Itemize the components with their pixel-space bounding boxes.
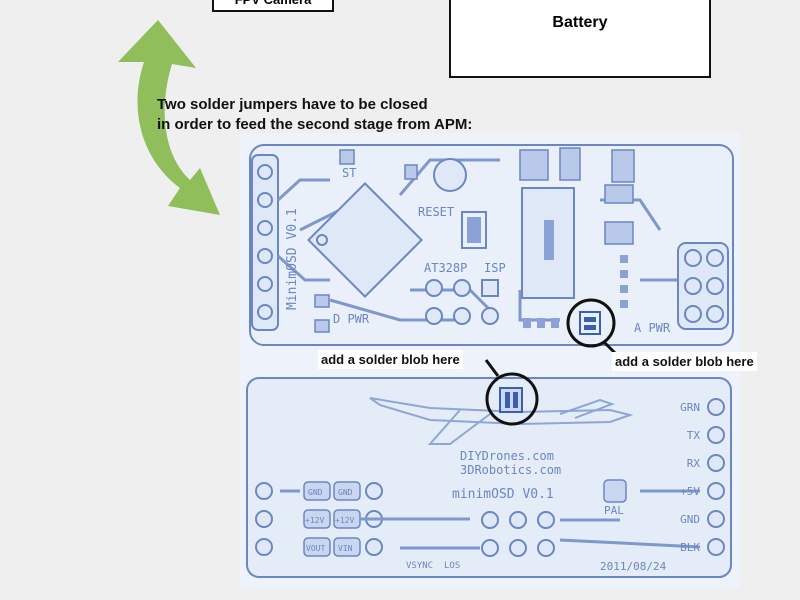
chip-label: AT328P [424, 261, 467, 275]
instruction-text: Two solder jumpers have to be closed in … [157, 95, 472, 135]
battery-label: Battery [552, 14, 608, 31]
pin-label-tx: TX [687, 429, 701, 442]
callout-label-right: add a solder blob here [612, 352, 757, 371]
los-label: LOS [444, 561, 460, 571]
pad-gnd-b: GND [338, 488, 353, 497]
pal-label: PAL [604, 504, 624, 517]
pad-12v-b: +12V [335, 516, 354, 525]
vsync-label: VSYNC [406, 561, 433, 571]
battery-box: Battery [449, 0, 711, 78]
board-name-bottom: minimOSD V0.1 [452, 487, 554, 502]
pad-gnd-a: GND [308, 488, 323, 497]
domain-3drobotics: 3DRobotics.com [460, 463, 561, 477]
pin-label-gnd: GND [680, 513, 700, 526]
plane-icon [369, 397, 634, 445]
domain-diydrones: DIYDrones.com [460, 449, 554, 463]
callout-pointer-bottom [484, 359, 500, 377]
instruction-line-1: Two solder jumpers have to be closed [157, 96, 428, 113]
fpv-camera-box: FPV Camera [212, 0, 334, 12]
pin-label-5v: +5V [680, 485, 700, 498]
callout-circle-top [566, 298, 616, 348]
board-date: 2011/08/24 [600, 560, 667, 573]
pad-vout: VOUT [306, 544, 325, 553]
bottom-board: DIYDrones.com 3DRobotics.com minimOSD V0… [246, 377, 732, 578]
curved-arrow-icon [118, 20, 220, 215]
callout-label-left: add a solder blob here [318, 350, 463, 369]
pad-vin: VIN [338, 544, 353, 553]
top-board: ST RESET AT328P ISP MinimOSD V0.1 D PWR … [249, 144, 734, 346]
board-name-top: MinimOSD V0.1 [285, 208, 300, 310]
st-label: ST [342, 166, 356, 180]
pin-label-grn: GRN [680, 401, 700, 414]
callout-circle-bottom [485, 372, 539, 426]
pin-label-blk: BLK [680, 541, 700, 554]
a-pwr-label: A PWR [634, 321, 671, 335]
pad-12v-a: +12V [305, 516, 324, 525]
instruction-line-2: in order to feed the second stage from A… [157, 116, 473, 133]
d-pwr-label: D PWR [333, 312, 370, 326]
reset-label: RESET [418, 205, 454, 219]
isp-label: ISP [484, 261, 506, 275]
pin-label-rx: RX [687, 457, 701, 470]
